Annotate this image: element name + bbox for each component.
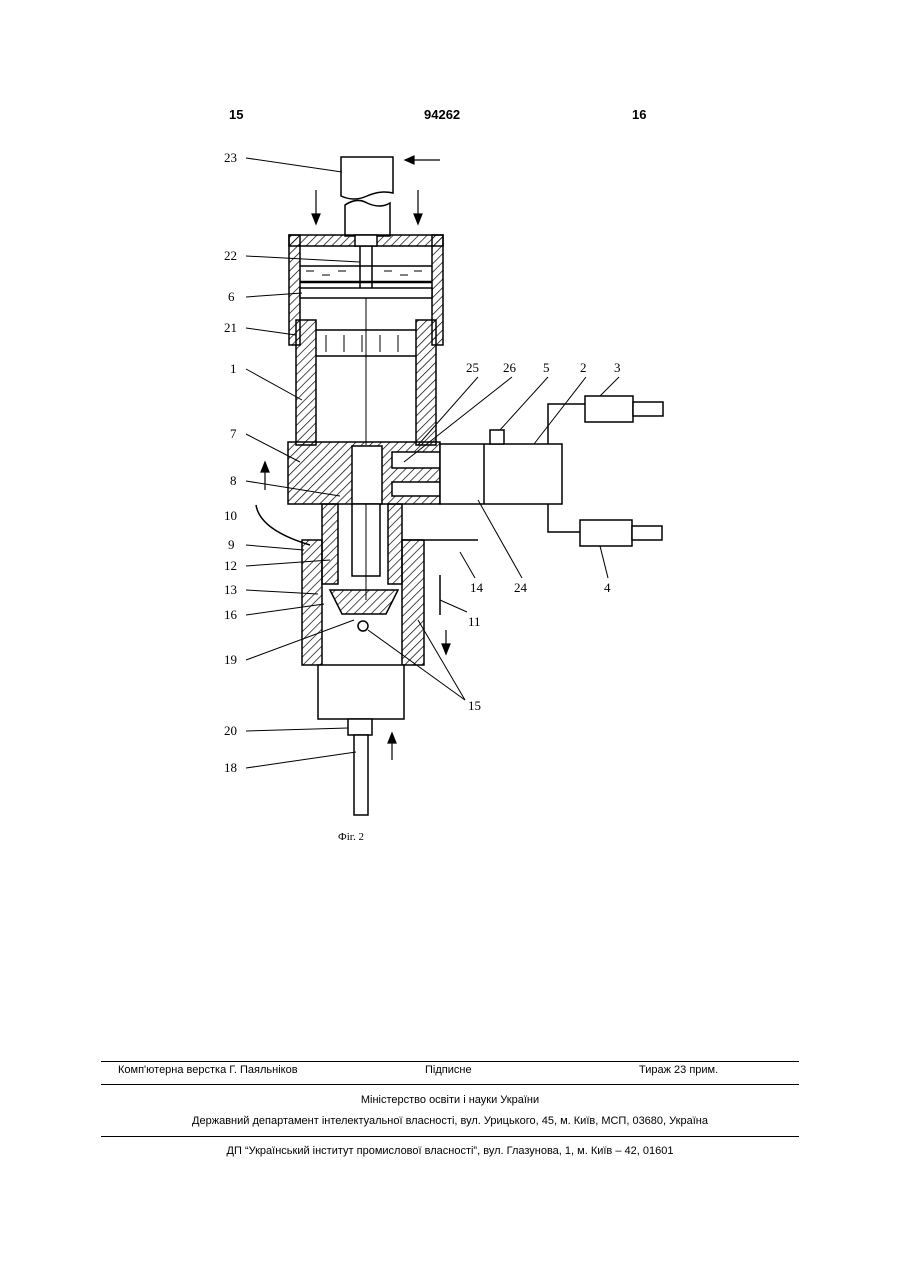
footer-rule-middle [101,1084,799,1085]
footer-circulation: Тираж 23 прим. [639,1064,718,1076]
label-20: 20 [224,723,237,738]
label-14: 14 [470,580,484,595]
label-3: 3 [614,360,621,375]
lower-housing [256,504,478,665]
label-25: 25 [466,360,479,375]
label-26: 26 [503,360,517,375]
label-22: 22 [224,248,237,263]
figure-caption: Фіг. 2 [338,831,364,843]
label-1: 1 [230,361,237,376]
label-9: 9 [228,537,235,552]
label-13: 13 [224,582,237,597]
label-4: 4 [604,580,611,595]
label-11: 11 [468,614,481,629]
pneumatic-cylinders [548,396,663,546]
label-8: 8 [230,473,237,488]
footer-institute: ДП “Український інститут промислової вла… [101,1145,799,1157]
label-6: 6 [228,289,235,304]
label-2: 2 [580,360,587,375]
label-23: 23 [224,150,237,165]
footer-department: Державний департамент інтелектуальної вл… [101,1115,799,1127]
label-19: 19 [224,652,237,667]
main-cylinder [296,298,436,445]
electromagnetic-actuator [440,430,562,504]
label-24: 24 [514,580,528,595]
footer-ministry: Міністерство освіти і науки України [101,1094,799,1106]
footer-signed: Підписне [425,1064,472,1076]
label-10: 10 [224,508,237,523]
label-12: 12 [224,558,237,573]
label-21: 21 [224,320,237,335]
input-rod [341,157,393,236]
label-18: 18 [224,760,237,775]
technical-drawing: 23 22 6 21 1 7 8 10 9 12 13 16 19 20 18 … [0,0,901,860]
footer-rule-bottom [101,1136,799,1137]
label-7: 7 [230,426,237,441]
label-16: 16 [224,607,238,622]
footer-layout-credit: Комп'ютерна верстка Г. Паяльніков [118,1064,298,1076]
label-15: 15 [468,698,481,713]
label-5: 5 [543,360,550,375]
footer-rule-top [101,1061,799,1062]
